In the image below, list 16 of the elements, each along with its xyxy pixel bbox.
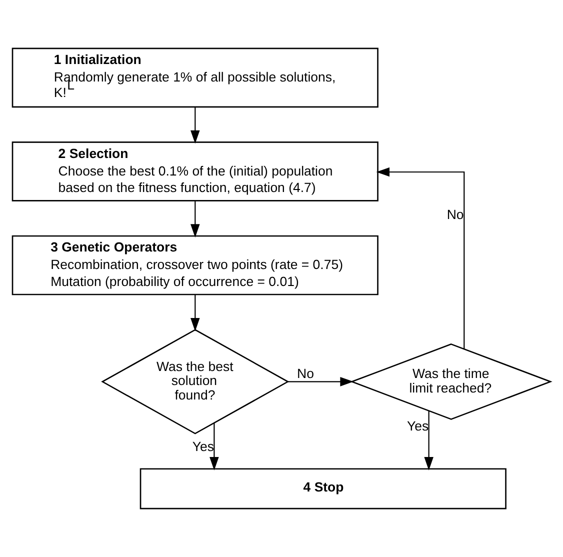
edge-label: Yes — [406, 418, 429, 434]
edge-label: Yes — [192, 438, 214, 454]
arrow — [190, 294, 200, 332]
edge-label: No — [297, 366, 314, 381]
arrow — [210, 423, 219, 470]
node-diamond: Was the time limit reached? — [350, 343, 552, 420]
node-box: 4 Stop — [140, 468, 506, 510]
arrow — [376, 167, 465, 349]
edge-label: No — [446, 207, 464, 222]
arrow — [190, 107, 200, 144]
node-diamond: Was the best solution found? — [101, 329, 290, 434]
arrow — [288, 377, 354, 386]
node-box: 2 Selection Choose the best 0.1% of the (initial) population based on the fitness function, equation (4.7) — [12, 142, 378, 202]
node-box: 3 Genetic Operators Recombination, crossover two points (rate = 0.75) Mutation (probability of occurrence = 0.01) — [12, 235, 378, 296]
arrow — [424, 410, 434, 470]
arrow — [190, 201, 200, 238]
